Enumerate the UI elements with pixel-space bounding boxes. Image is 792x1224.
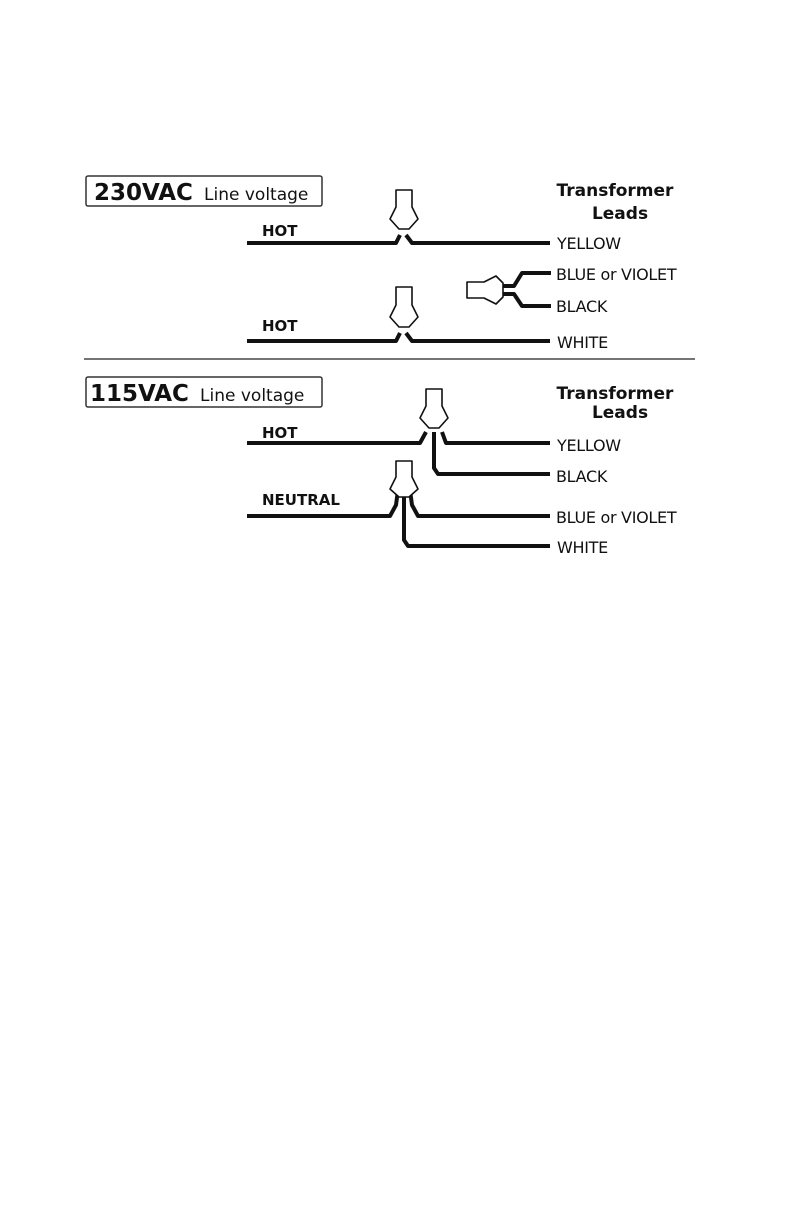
lead-yellow-230: YELLOW [556,234,621,253]
line-label-hot-115: HOT [262,424,298,442]
wire-blue-violet-115 [410,490,550,516]
lead-black-230: BLACK [556,297,608,316]
lead-yellow-115: YELLOW [556,436,621,455]
wire-black-230 [498,294,551,306]
lead-blue-violet-115: BLUE or VIOLET [556,508,677,527]
lead-white-115: WHITE [557,538,608,557]
line-label-hot-2: HOT [262,317,298,335]
lead-blue-violet-230: BLUE or VIOLET [556,265,677,284]
section-230vac: 230VAC Line voltage Transformer Leads HO… [86,176,677,352]
wire-nut-capped-230 [467,276,503,304]
header-leads-230: Leads [592,204,648,224]
wire-blue-violet-230 [498,273,551,286]
header-transformer-230: Transformer [557,181,675,201]
wire-nut-bottom-230 [390,287,418,327]
wire-nut-bottom-115 [390,461,418,497]
line-label-hot-1: HOT [262,222,298,240]
wire-yellow-115 [442,432,550,443]
wire-black-115 [434,432,550,474]
wire-nut-top-115 [420,389,448,428]
lead-black-115: BLACK [556,467,608,486]
wire-nut-top-230 [390,190,418,229]
section-115vac: 115VAC Line voltage Transformer Leads HO… [86,377,677,557]
lead-white-230: WHITE [557,333,608,352]
wire-yellow-230 [406,235,550,243]
wire-white-230 [406,333,550,341]
header-transformer-115: Transformer [557,384,675,404]
line-label-neutral-115: NEUTRAL [262,491,340,509]
header-leads-115: Leads [592,403,648,423]
